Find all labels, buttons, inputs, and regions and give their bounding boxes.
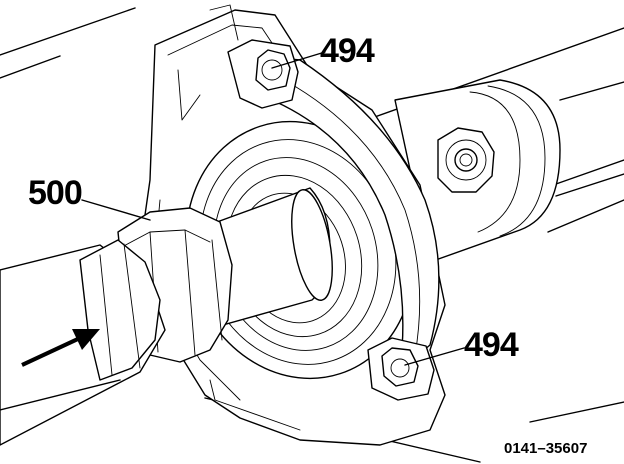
callout-bolt-bottom: 494	[464, 326, 519, 364]
figure-reference: 0141–35607	[504, 440, 587, 457]
bolt-top	[227, 39, 299, 109]
bolt-bottom	[367, 337, 435, 401]
leader-lines	[81, 51, 465, 366]
direction-arrow-icon	[21, 329, 100, 367]
callout-bolt-top: 494	[320, 32, 375, 70]
callout-flange: 500	[28, 174, 82, 212]
rear-nut	[437, 127, 495, 193]
